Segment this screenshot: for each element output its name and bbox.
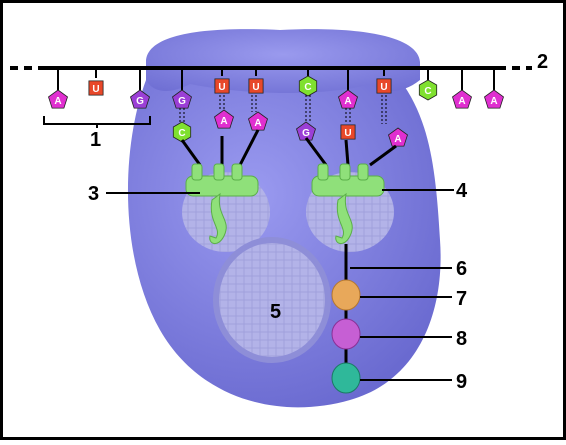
mrna-base-shape (484, 89, 504, 109)
mrna-base-letter: A (54, 96, 61, 107)
exit-tunnel (213, 237, 331, 363)
anticodon-base-shape (214, 109, 234, 129)
label-6: 6 (456, 258, 467, 280)
mrna-base-shape (248, 78, 264, 94)
mrna-base-U-1: U (88, 80, 104, 96)
mrna-base-letter: G (178, 96, 186, 107)
mrna-base-shape (172, 89, 192, 109)
mrna-base-letter: U (380, 82, 387, 93)
leader-lines (106, 189, 454, 381)
mrna-base-letter: A (458, 96, 465, 107)
mrna-base-letter: A (344, 96, 351, 107)
mrna-base-A-0: A (48, 89, 68, 109)
label-4: 4 (456, 180, 468, 202)
anticodon-base-letter: A (220, 116, 227, 127)
anticodon-base-U-4: U (340, 124, 356, 140)
mrna-base-shape (452, 89, 472, 109)
anticodon-base-shape (340, 124, 356, 140)
mrna-base-U-8: U (376, 78, 392, 94)
base-pair-bonds (179, 95, 387, 124)
trna-a-site (311, 163, 385, 244)
mrna-base-letter: U (92, 84, 99, 95)
anticodon-base-letter: A (394, 134, 401, 145)
anticodon-base-shape (388, 127, 408, 147)
trna-p-site (185, 163, 259, 244)
mrna-base-shape (418, 79, 438, 101)
amino-acid-2 (331, 318, 361, 350)
amino-acid-1 (331, 279, 361, 311)
trna-anticodon-stems (180, 129, 397, 167)
label-5: 5 (270, 301, 281, 323)
mrna-base-letter: C (304, 82, 311, 93)
mrna-base-U-4: U (214, 78, 230, 94)
mrna-base-shape (48, 89, 68, 109)
mrna-base-letter: U (252, 82, 259, 93)
label-3: 3 (88, 183, 99, 205)
mrna-base-shape (214, 78, 230, 94)
anticodon-base-letter: U (344, 128, 351, 139)
anticodon-base-letter: C (178, 128, 185, 139)
mrna-base-G-3: G (172, 89, 192, 109)
mrna-base-A-10: A (452, 89, 472, 109)
anticodon-base-A-1: A (214, 109, 234, 129)
mrna-base-letter: U (218, 82, 225, 93)
mrna-base-shape (376, 78, 392, 94)
label-7: 7 (456, 288, 467, 310)
label-2: 2 (537, 51, 548, 73)
mrna-base-C-9: C (418, 79, 438, 101)
anticodon-base-group: C A A G U A (172, 109, 408, 147)
mrna-base-A-11: A (484, 89, 504, 109)
mrna-base-A-7: A (338, 89, 358, 109)
ribosome-small-subunit (146, 29, 420, 93)
mrna-base-U-5: U (248, 78, 264, 94)
mrna-base-letter: A (490, 96, 497, 107)
label-9: 9 (456, 371, 467, 393)
mrna-base-shape (338, 89, 358, 109)
anticodon-base-letter: G (302, 128, 310, 139)
anticodon-base-letter: A (254, 118, 261, 129)
mrna-base-shape (130, 89, 150, 109)
mrna-base-letter: C (424, 86, 431, 97)
mrna-base-letter: G (136, 96, 144, 107)
label-1: 1 (90, 129, 101, 151)
mrna-base-shape (298, 75, 318, 97)
mrna-base-G-2: G (130, 89, 150, 109)
mrna-base-C-6: C (298, 75, 318, 97)
amino-acid-3 (331, 362, 361, 394)
mrna-base-shape (88, 80, 104, 96)
anticodon-base-A-5: A (388, 127, 408, 147)
mrna-base-group: A U G G U U C A U C A A (48, 68, 504, 109)
label-8: 8 (456, 328, 467, 350)
